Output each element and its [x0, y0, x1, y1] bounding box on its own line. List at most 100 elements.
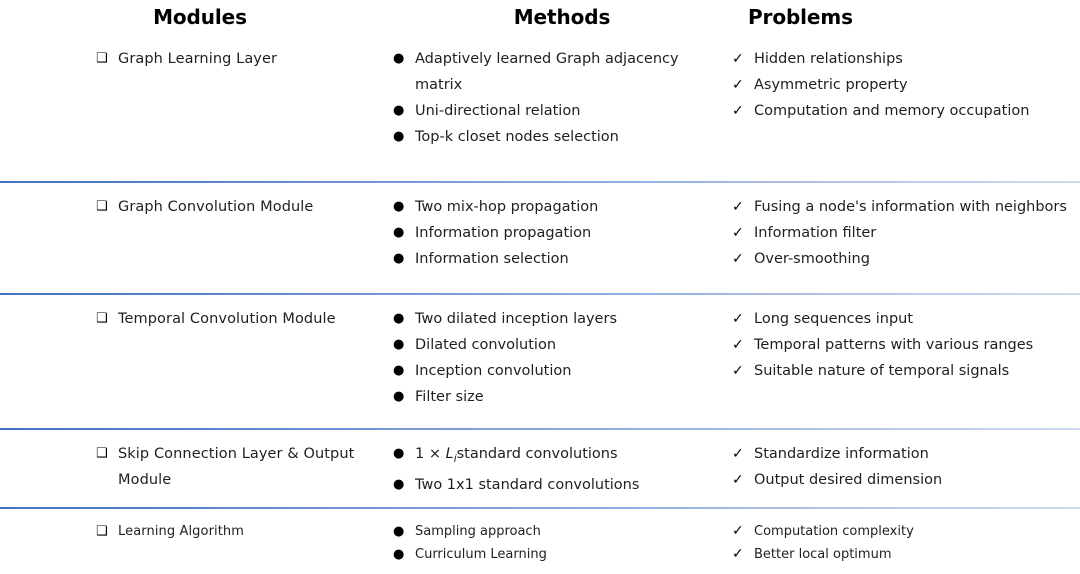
- list-item: ● Filter size: [392, 384, 720, 410]
- check-icon: ✓: [732, 446, 744, 462]
- list-item: ● 1 × Listandard convolutions: [392, 441, 720, 472]
- list-item: ● Information selection: [392, 246, 720, 272]
- method-text: Curriculum Learning: [415, 547, 547, 562]
- list-item: ● Two mix-hop propagation: [392, 194, 720, 220]
- check-icon: ✓: [732, 251, 744, 267]
- bullet-icon: ●: [393, 103, 405, 118]
- cell-module: ❑ Skip Connection Layer & Output Module: [0, 441, 390, 507]
- cell-methods: ● Two mix-hop propagation ● Information …: [390, 194, 720, 293]
- list-item: ● Dilated convolution: [392, 332, 720, 358]
- cell-problems: ✓ Standardize information ✓ Output desir…: [720, 441, 1080, 507]
- header-cell-modules: Modules: [0, 5, 390, 29]
- cell-module: ❑ Temporal Convolution Module: [0, 306, 390, 428]
- list-item: ✓ Computation and memory occupation: [732, 98, 1080, 124]
- method-text: Dilated convolution: [415, 337, 557, 353]
- row-divider: [0, 181, 1080, 183]
- module-item: ❑ Graph Learning Layer: [96, 46, 390, 72]
- bullet-icon: ●: [393, 51, 405, 66]
- method-text: Information selection: [415, 251, 569, 267]
- module-label: Learning Algorithm: [118, 524, 245, 539]
- checkbox-square-icon: ❑: [96, 199, 108, 214]
- problem-text: Long sequences input: [754, 311, 914, 327]
- check-icon: ✓: [732, 51, 744, 67]
- bullet-icon: ●: [393, 199, 405, 214]
- list-item: ● Top-k closet nodes selection: [392, 124, 720, 150]
- module-item: ❑ Temporal Convolution Module: [96, 306, 390, 332]
- bullet-icon: ●: [393, 363, 405, 378]
- method-text: Sampling approach: [415, 524, 541, 539]
- list-item: ● Curriculum Learning: [392, 543, 720, 566]
- list-item: ● Sampling approach: [392, 520, 720, 543]
- table-row: ❑ Temporal Convolution Module ● Two dila…: [0, 295, 1080, 428]
- cell-methods: ● Sampling approach ● Curriculum Learnin…: [390, 520, 720, 574]
- checkbox-square-icon: ❑: [96, 524, 108, 539]
- method-text: Inception convolution: [415, 363, 572, 379]
- cell-problems: ✓ Hidden relationships ✓ Asymmetric prop…: [720, 46, 1080, 181]
- cell-module: ❑ Graph Learning Layer: [0, 46, 390, 181]
- bullet-icon: ●: [393, 446, 405, 461]
- problem-text: Standardize information: [754, 446, 929, 462]
- check-icon: ✓: [732, 472, 744, 488]
- method-text: Information propagation: [415, 225, 592, 241]
- method-text: Two mix-hop propagation: [415, 199, 599, 215]
- method-text: 1 × Listandard convolutions: [415, 446, 618, 465]
- check-icon: ✓: [732, 363, 744, 379]
- cell-problems: ✓ Long sequences input ✓ Temporal patter…: [720, 306, 1080, 428]
- module-label: Graph Learning Layer: [118, 51, 278, 67]
- table-row: ❑ Graph Learning Layer ● Adaptively lear…: [0, 34, 1080, 181]
- list-item: ● Two 1x1 standard convolutions: [392, 472, 720, 498]
- cell-module: ❑ Learning Algorithm: [0, 520, 390, 574]
- check-icon: ✓: [732, 337, 744, 353]
- module-label: Temporal Convolution Module: [118, 311, 336, 327]
- list-item: ✓ Computation complexity: [732, 520, 1080, 543]
- list-item: ● Inception convolution: [392, 358, 720, 384]
- bullet-icon: ●: [393, 251, 405, 266]
- list-item: ● Information propagation: [392, 220, 720, 246]
- bullet-icon: ●: [393, 389, 405, 404]
- method-text: Uni-directional relation: [415, 103, 581, 119]
- bullet-icon: ●: [393, 524, 405, 539]
- checkbox-square-icon: ❑: [96, 51, 108, 66]
- check-icon: ✓: [732, 199, 744, 215]
- list-item: ✓ Output desired dimension: [732, 467, 1080, 493]
- row-divider: [0, 428, 1080, 430]
- problem-text: Better local optimum: [754, 547, 892, 562]
- list-item: ✓ Suitable nature of temporal signals: [732, 358, 1080, 384]
- method-text: Adaptively learned Graph adjacency matri…: [415, 51, 679, 93]
- check-icon: ✓: [732, 225, 744, 241]
- check-icon: ✓: [732, 546, 744, 562]
- method-text: Filter size: [415, 389, 484, 405]
- method-text: Two dilated inception layers: [415, 311, 617, 327]
- method-text: Top-k closet nodes selection: [415, 129, 619, 145]
- check-icon: ✓: [732, 103, 744, 119]
- problem-text: Asymmetric property: [754, 77, 908, 93]
- problem-text: Hidden relationships: [754, 51, 903, 67]
- module-item: ❑ Graph Convolution Module: [96, 194, 390, 220]
- problem-text: Computation complexity: [754, 524, 914, 539]
- list-item: ✓ Information filter: [732, 220, 1080, 246]
- column-header-problems: Problems: [748, 5, 853, 29]
- cell-methods: ● Two dilated inception layers ● Dilated…: [390, 306, 720, 428]
- problem-text: Computation and memory occupation: [754, 103, 1030, 119]
- checkbox-square-icon: ❑: [96, 446, 108, 461]
- cell-methods: ● Adaptively learned Graph adjacency mat…: [390, 46, 720, 181]
- bullet-icon: ●: [393, 311, 405, 326]
- cell-methods: ● 1 × Listandard convolutions ● Two 1x1 …: [390, 441, 720, 507]
- list-item: ✓ Over-smoothing: [732, 246, 1080, 272]
- problem-text: Suitable nature of temporal signals: [754, 363, 1010, 379]
- table-header-row: Modules Methods Problems: [0, 0, 1080, 34]
- header-cell-methods: Methods: [390, 5, 720, 29]
- cell-problems: ✓ Computation complexity ✓ Better local …: [720, 520, 1080, 574]
- list-item: ✓ Asymmetric property: [732, 72, 1080, 98]
- list-item: ✓ Standardize information: [732, 441, 1080, 467]
- table-row: ❑ Graph Convolution Module ● Two mix-hop…: [0, 183, 1080, 293]
- cell-problems: ✓ Fusing a node's information with neigh…: [720, 194, 1080, 293]
- list-item: ✓ Long sequences input: [732, 306, 1080, 332]
- column-header-methods: Methods: [513, 5, 611, 29]
- bullet-icon: ●: [393, 476, 405, 492]
- comparison-table: Modules Methods Problems ❑ Graph Learnin…: [0, 0, 1080, 562]
- list-item: ● Uni-directional relation: [392, 98, 720, 124]
- bullet-icon: ●: [393, 547, 405, 562]
- table-row: ❑ Skip Connection Layer & Output Module …: [0, 430, 1080, 507]
- check-icon: ✓: [732, 311, 744, 327]
